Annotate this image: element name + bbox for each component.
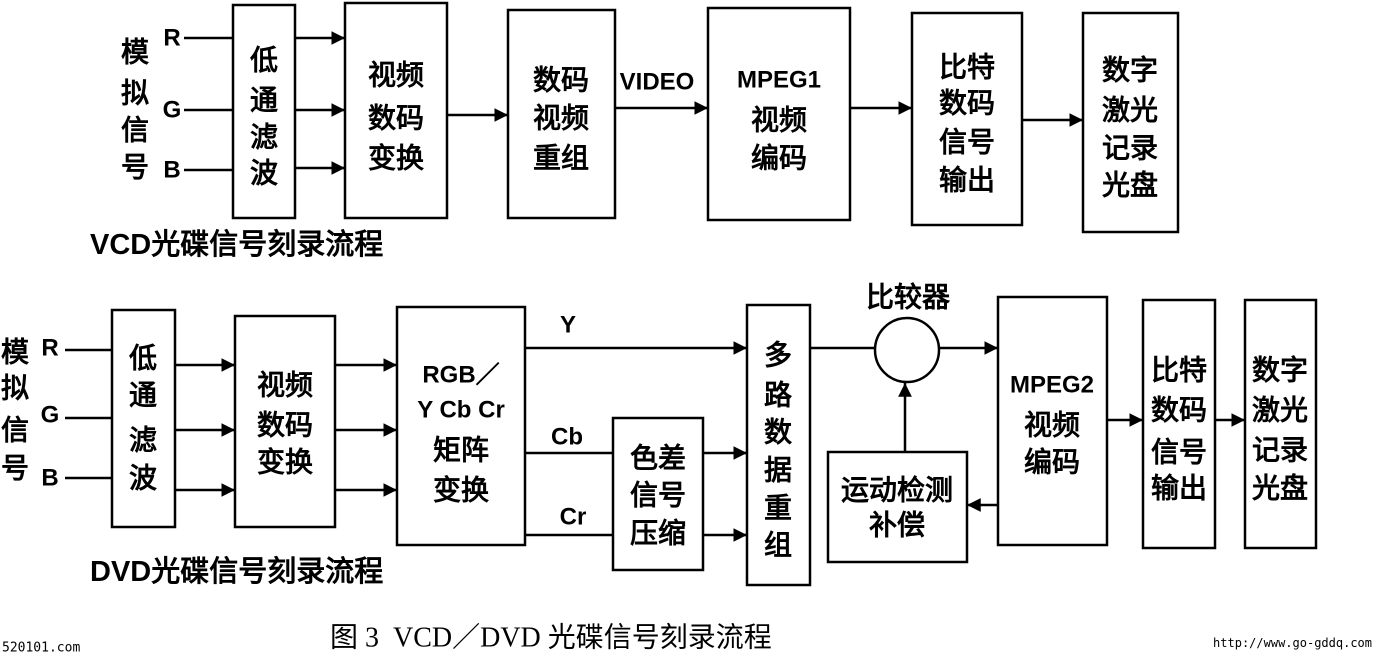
dvd-chroma-label: 压缩 [630, 517, 686, 549]
dvd-channel-r-label: R [41, 335, 58, 362]
vcd-mpeg1-label: 视频 [751, 105, 807, 136]
dvd-laser-disc-block [1243, 298, 1318, 550]
dvd-video-digital-conversion-block [233, 314, 337, 529]
dvd-matrix-conversion-block [395, 305, 527, 547]
dvd-matrix-label: 变换 [433, 474, 490, 506]
vcd-lowpass-label: 滤 [250, 122, 278, 153]
dvd-output-label: 信号 [1151, 437, 1207, 468]
dvd-disc-label: 数字 [1252, 354, 1308, 386]
vcd-mpeg1-label: 编码 [751, 142, 807, 174]
dvd-multiplex-label: 重 [764, 493, 792, 524]
dvd-mpeg2-label: 编码 [1024, 446, 1080, 478]
dvd-input-char: 拟 [1, 373, 29, 404]
dvd-output-label: 输出 [1151, 472, 1207, 504]
dvd-motion-label: 补偿 [869, 510, 925, 541]
dvd-diagram: 模 拟 信 号 R G B 低 通 滤 波 视频 数码 变换 RGB／ Y Cb… [1, 281, 1318, 588]
dvd-lowpass-label: 通 [129, 380, 157, 411]
dvd-input-char: 信 [1, 415, 29, 446]
dvd-conversion-label: 视频 [257, 370, 313, 401]
dvd-input-label: 模 拟 信 号 [1, 337, 30, 484]
dvd-comparator-node [873, 316, 941, 384]
dvd-input-char: 号 [1, 453, 29, 484]
vcd-lowpass-filter-block [231, 3, 297, 220]
dvd-multiplex-label: 据 [764, 455, 792, 486]
vcd-digital-video-regroup-block [506, 8, 617, 220]
dvd-lowpass-label: 低 [128, 343, 157, 374]
dvd-mpeg2-label: MPEG2 [1010, 372, 1094, 399]
dvd-lowpass-label: 滤 [129, 425, 157, 456]
dvd-multiplex-label: 组 [764, 530, 792, 561]
dvd-lowpass-label: 波 [129, 463, 158, 494]
vcd-lowpass-label: 通 [250, 85, 278, 116]
dvd-channel-g-label: G [41, 402, 60, 429]
figure-caption: 图 3 VCD／DVD 光碟信号刻录流程 [330, 622, 772, 654]
dvd-mpeg2-label: 视频 [1024, 410, 1080, 441]
dvd-conversion-label: 变换 [257, 446, 314, 478]
dvd-motion-label: 运动检测 [841, 474, 953, 506]
dvd-matrix-label: RGB／ [422, 362, 499, 389]
vcd-lowpass-label: 波 [250, 158, 279, 189]
dvd-channel-b-label: B [41, 465, 58, 492]
dvd-disc-label: 记录 [1252, 435, 1308, 466]
vcd-diagram: 模 拟 信 号 R G B 低 通 滤 波 视频 数码 变换 数码 视频 重组 … [90, 1, 1180, 261]
dvd-multiplex-label: 多 [764, 340, 792, 371]
vcd-caption: VCD光碟信号刻录流程 [90, 227, 383, 261]
vcd-regroup-label: 数码 [533, 65, 589, 96]
vcd-lowpass-label: 低 [249, 45, 278, 76]
vcd-conversion-label: 视频 [368, 60, 424, 91]
vcd-channel-b-label: B [163, 157, 180, 184]
dvd-comparator-label: 比较器 [866, 281, 951, 313]
vcd-output-label: 信号 [939, 127, 995, 158]
vcd-regroup-label: 视频 [533, 103, 589, 134]
dvd-multiplex-label: 数 [764, 417, 793, 448]
dvd-output-label: 数码 [1151, 395, 1207, 426]
dvd-disc-label: 光盘 [1251, 472, 1308, 504]
dvd-lowpass-filter-block [110, 308, 177, 529]
vcd-output-label: 数码 [939, 88, 995, 119]
vcd-input-char: 号 [121, 152, 149, 183]
dvd-input-char: 模 [1, 337, 30, 368]
dvd-multiplex-label: 路 [764, 380, 793, 411]
dvd-chroma-label: 色差 [630, 442, 686, 474]
vcd-disc-label: 激光 [1102, 95, 1158, 126]
vcd-channel-g-label: G [163, 97, 182, 124]
dvd-multiplex-regroup-block [745, 303, 812, 587]
dvd-bitstream-output-block [1141, 298, 1217, 550]
dvd-output-label: 比特 [1151, 355, 1207, 386]
vcd-input-char: 信 [121, 115, 149, 146]
watermark-left: 520101.com [2, 641, 80, 656]
vcd-mpeg1-label: MPEG1 [737, 67, 821, 94]
vcd-disc-label: 数字 [1102, 54, 1158, 86]
vcd-video-signal-label: VIDEO [620, 69, 695, 96]
vcd-conversion-label: 变换 [368, 142, 425, 174]
vcd-laser-disc-block [1081, 11, 1180, 234]
vcd-disc-label: 光盘 [1101, 169, 1158, 201]
dvd-conversion-label: 数码 [257, 410, 313, 441]
dvd-y-label: Y [560, 312, 576, 339]
vcd-channel-r-label: R [163, 25, 180, 52]
dvd-matrix-label: 矩阵 [433, 435, 489, 466]
dvd-cr-label: Cr [560, 504, 587, 531]
vcd-input-char: 模 [121, 37, 150, 68]
dvd-chroma-compression-block [611, 416, 705, 572]
watermark-right: http://www.go-gddq.com [1213, 636, 1372, 650]
dvd-motion-compensation-block [826, 450, 969, 564]
vcd-input-char: 拟 [121, 78, 149, 109]
vcd-output-label: 比特 [939, 52, 995, 83]
vcd-video-digital-conversion-block [343, 1, 449, 220]
vcd-input-label: 模 拟 信 号 [121, 37, 150, 183]
dvd-chroma-label: 信号 [630, 480, 686, 511]
dvd-disc-label: 激光 [1252, 395, 1308, 426]
vcd-conversion-label: 数码 [368, 103, 424, 134]
vcd-mpeg1-encoder-block [706, 6, 852, 222]
dvd-cb-label: Cb [551, 424, 583, 451]
vcd-regroup-label: 重组 [533, 143, 589, 174]
vcd-output-label: 输出 [939, 164, 995, 196]
dvd-matrix-label: Y Cb Cr [417, 397, 505, 424]
vcd-disc-label: 记录 [1102, 133, 1158, 164]
dvd-caption: DVD光碟信号刻录流程 [90, 554, 383, 588]
